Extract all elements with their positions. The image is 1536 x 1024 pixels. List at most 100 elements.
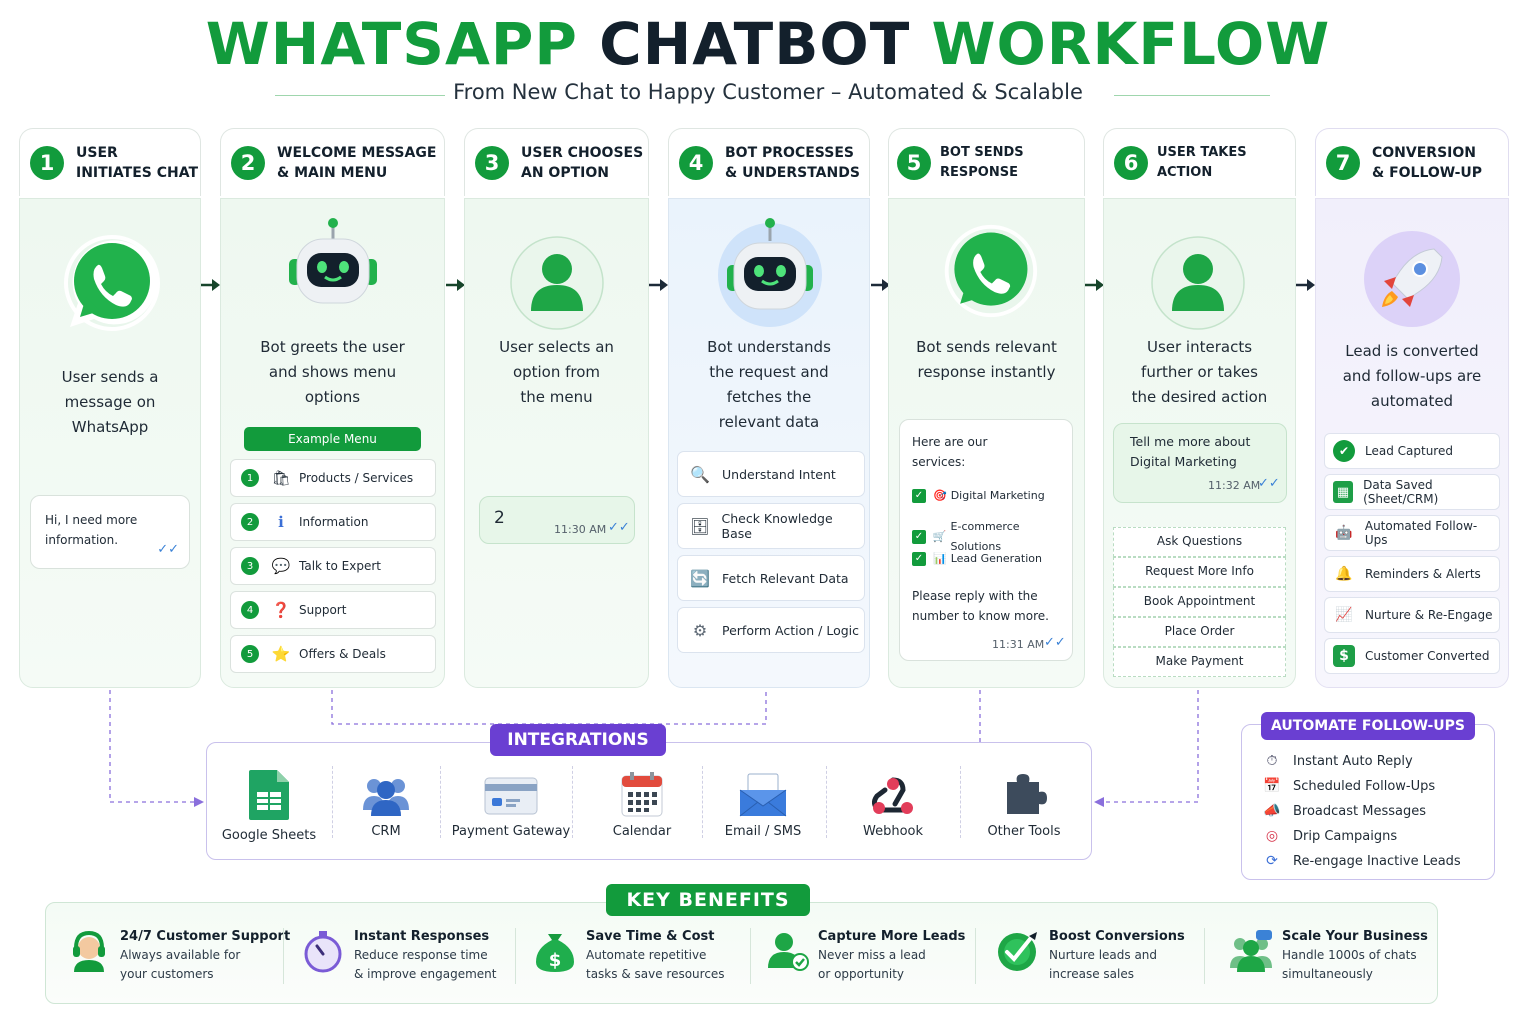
flow-arrow-4 <box>871 279 890 291</box>
process-understand-intent: 🔍Understand Intent <box>677 451 865 497</box>
flow-arrow-3 <box>649 279 668 291</box>
step-1-description: User sends a message on WhatsApp <box>61 368 159 436</box>
follow-up-instant-auto-reply: ⏱Instant Auto Reply <box>1262 753 1413 769</box>
step-4-body: Bot understands the request and fetches … <box>668 198 870 688</box>
conversion-lead-captured: ✔Lead Captured <box>1324 433 1500 469</box>
follow-up-broadcast: 📣Broadcast Messages <box>1263 803 1427 819</box>
step-5-header: 5 BOT SENDS RESPONSE <box>888 128 1085 196</box>
menu-item-products[interactable]: 1🛍Products / Services <box>230 459 436 497</box>
team-chat-icon <box>1230 930 1272 972</box>
rocket-icon <box>1364 231 1460 327</box>
process-perform-action: ⚙Perform Action / Logic <box>677 607 865 653</box>
menu-item-offers[interactable]: 5⭐Offers & Deals <box>230 635 436 673</box>
action-ask-questions[interactable]: Ask Questions <box>1113 527 1286 557</box>
follow-up-drip-campaigns: ◎Drip Campaigns <box>1262 828 1397 844</box>
read-ticks-icon: ✓✓ <box>1044 635 1066 650</box>
arrowhead-left <box>194 797 204 807</box>
process-fetch-relevant-data: 🔄Fetch Relevant Data <box>677 555 865 601</box>
tool-other-tools[interactable]: Other Tools <box>964 768 1084 839</box>
page-title: WHATSAPP CHATBOT WORKFLOW <box>205 10 1331 78</box>
flow-arrow-1 <box>201 279 220 291</box>
crm-people-icon <box>363 779 409 816</box>
bell-icon: 🔔 <box>1335 566 1353 582</box>
database-icon: 🗄 <box>689 516 710 536</box>
action-make-payment[interactable]: Make Payment <box>1113 647 1286 677</box>
target-check-icon <box>998 932 1037 971</box>
step-5-column: 5 BOT SENDS RESPONSE Bot sends relevant … <box>888 128 1085 688</box>
user-avatar-icon <box>510 236 604 330</box>
tool-payment-gateway[interactable]: Payment Gateway <box>451 768 571 839</box>
tool-webhook[interactable]: Webhook <box>833 768 953 839</box>
service-option-ecommerce[interactable]: ✓🛒E-commerce Solutions <box>912 517 1072 557</box>
follow-up-re-engage: ⟳Re-engage Inactive Leads <box>1262 853 1461 869</box>
tool-calendar[interactable]: Calendar <box>582 768 702 839</box>
step-6-header: 6 USER TAKES ACTION <box>1103 128 1296 196</box>
follow-ups-panel <box>1241 724 1495 880</box>
robot-icon <box>289 218 377 304</box>
conversion-automated-follow-ups: 🤖Automated Follow-Ups <box>1324 515 1500 551</box>
step-number: 2 <box>231 145 265 180</box>
step-6-body: User interacts further or takes the desi… <box>1103 198 1296 688</box>
step-7-body: Lead is converted and follow-ups are aut… <box>1315 198 1509 688</box>
subtitle-divider-left <box>275 95 445 96</box>
check-circle-icon: ✔ <box>1333 440 1355 462</box>
conversion-nurture: 📈Nurture & Re-Engage <box>1324 597 1500 633</box>
read-ticks-icon: ✓✓ <box>608 520 630 535</box>
step-number: 4 <box>679 145 713 180</box>
action-book-appointment[interactable]: Book Appointment <box>1113 587 1286 617</box>
payment-card-icon <box>484 777 538 815</box>
tool-email-sms[interactable]: Email / SMS <box>703 768 823 839</box>
sheet-icon: ▦ <box>1333 481 1354 503</box>
flow-arrow-5 <box>1085 279 1104 291</box>
user-avatar-icon <box>1151 236 1245 330</box>
checkbox-icon: ✓ <box>912 552 926 566</box>
money-icon: $ <box>1333 645 1355 667</box>
growth-chart-icon: 📈 <box>1335 607 1353 623</box>
whatsapp-logo-icon <box>64 235 160 331</box>
step-2-description: Bot greets the user and shows menu optio… <box>260 338 405 406</box>
menu-item-talk-to-expert[interactable]: 3💬Talk to Expert <box>230 547 436 585</box>
tool-crm[interactable]: CRM <box>326 768 446 839</box>
stopwatch-icon <box>304 931 342 973</box>
service-option-lead-generation[interactable]: ✓📊Lead Generation <box>912 549 1042 569</box>
tool-google-sheets[interactable]: Google Sheets <box>209 768 329 843</box>
action-request-more-info[interactable]: Request More Info <box>1113 557 1286 587</box>
bar-chart-icon: 📊 <box>933 552 947 565</box>
cart-icon: 🛒 <box>932 530 947 543</box>
megaphone-icon: 📣 <box>1263 803 1281 819</box>
gear-icon: ⚙ <box>692 620 708 640</box>
step-4-description: Bot understands the request and fetches … <box>707 338 831 431</box>
service-option-digital-marketing[interactable]: ✓🎯Digital Marketing <box>912 486 1045 506</box>
step-1-body: User sends a message on WhatsApp Hi, I n… <box>19 198 201 688</box>
bot-response-bubble: Here are our services: ✓🎯Digital Marketi… <box>899 419 1073 661</box>
user-reply-bubble: 2 11:30 AM ✓✓ <box>479 496 635 544</box>
step-7-header: 7 CONVERSION& FOLLOW-UP <box>1315 128 1509 196</box>
step-number: 3 <box>475 145 509 180</box>
step-7-column: 7 CONVERSION& FOLLOW-UP Lead is converte… <box>1315 128 1509 688</box>
checkbox-icon: ✓ <box>912 530 926 544</box>
conversion-reminders: 🔔Reminders & Alerts <box>1324 556 1500 592</box>
menu-item-support[interactable]: 4❓Support <box>230 591 436 629</box>
step-5-description: Bot sends relevant response instantly <box>916 338 1057 381</box>
example-menu-button[interactable]: Example Menu <box>244 427 421 451</box>
target-icon: 🎯 <box>933 489 947 502</box>
robot-icon: 🤖 <box>1335 525 1353 541</box>
step-number: 1 <box>30 145 64 180</box>
process-check-knowledge-base: 🗄Check Knowledge Base <box>677 503 865 549</box>
action-place-order[interactable]: Place Order <box>1113 617 1286 647</box>
step-4-header: 4 BOT PROCESSES& UNDERSTANDS <box>668 128 870 196</box>
read-ticks-icon: ✓✓ <box>1258 476 1280 491</box>
puzzle-piece-icon <box>1007 774 1047 814</box>
money-bag-icon: $ <box>536 934 574 972</box>
step-number: 5 <box>897 145 931 180</box>
conversion-customer-converted: $Customer Converted <box>1324 638 1500 674</box>
calendar-icon: 📅 <box>1263 778 1281 794</box>
